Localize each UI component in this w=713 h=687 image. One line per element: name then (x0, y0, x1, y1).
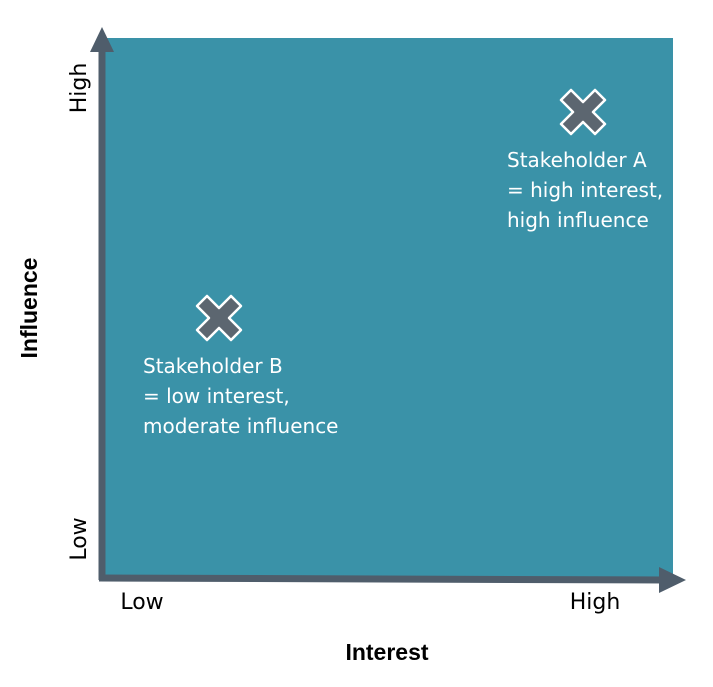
stakeholder-a-label-line-2: = high interest, (507, 178, 663, 202)
stakeholder-a-label: Stakeholder A = high interest, high infl… (507, 148, 670, 232)
stakeholder-b-label-line-3: moderate influence (143, 414, 339, 438)
y-axis-high-label: High (67, 63, 92, 114)
stakeholder-b-label-line-2: = low interest, (143, 384, 290, 408)
x-axis-high-label: High (570, 590, 621, 615)
stakeholder-a-label-line-1: Stakeholder A (507, 148, 647, 172)
x-axis-arrow (98, 567, 686, 593)
stakeholder-b-cross-icon (195, 294, 243, 342)
stakeholder-b-label: Stakeholder B = low interest, moderate i… (143, 354, 339, 438)
y-axis-low-label: Low (67, 517, 92, 560)
x-axis-low-label: Low (120, 590, 163, 615)
stakeholder-a-label-line-3: high influence (507, 208, 649, 232)
stakeholder-a-cross-icon (559, 88, 607, 136)
y-axis-title: Influence (16, 258, 42, 359)
x-axis-title: Interest (345, 639, 428, 665)
y-axis-arrow (90, 27, 114, 580)
stakeholder-b-label-line-1: Stakeholder B (143, 354, 283, 378)
